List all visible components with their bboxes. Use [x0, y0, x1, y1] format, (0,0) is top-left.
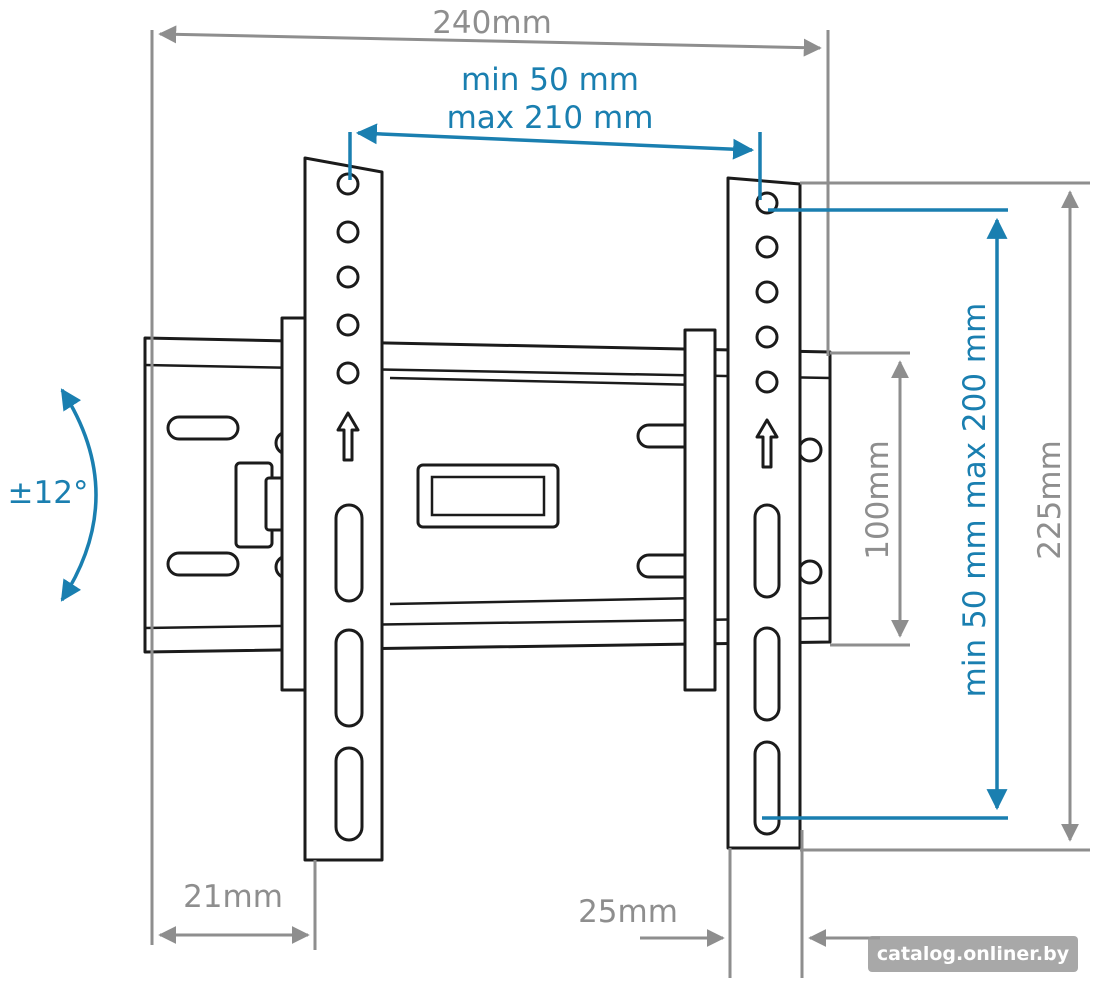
wall-plate-slot-lower-left [166, 551, 240, 577]
label-vesa-vertical: min 50 mm max 200 mm [957, 303, 993, 698]
bolt-upper-right [797, 437, 823, 463]
dimension-arm-thickness: 25mm [578, 830, 880, 978]
label-arm-thickness: 25mm [578, 894, 678, 930]
label-overall-height: 225mm [1032, 440, 1068, 560]
label-tilt: ±12° [8, 475, 89, 511]
dimension-wall-offset: 21mm [158, 860, 317, 950]
dimension-overall-height: 225mm [800, 181, 1090, 852]
right-arm [683, 176, 802, 850]
up-arrow-icon-left [336, 411, 360, 462]
bolt-lower-right [797, 559, 823, 585]
watermark-text: catalog.onliner.by [876, 943, 1070, 965]
label-wall-offset: 21mm [183, 879, 283, 915]
wall-plate-slot-upper-left [166, 415, 240, 441]
wall-plate-center-slot [416, 463, 560, 529]
label-overall-width: 240mm [432, 5, 552, 41]
left-arm [280, 156, 384, 862]
dimension-vesa-horizontal: min 50 mm max 210 mm [348, 62, 762, 200]
dimension-wall-plate-height: 100mm [830, 351, 910, 647]
dimension-vesa-vertical: min 50 mm max 200 mm [762, 208, 1008, 820]
up-arrow-icon-right [755, 418, 779, 469]
dimension-overall-width: 240mm [150, 5, 830, 945]
tilt-indicator: ±12° [8, 388, 98, 602]
label-vesa-horizontal-max: max 210 mm [447, 100, 654, 136]
label-wall-plate-height: 100mm [860, 440, 896, 560]
label-vesa-horizontal-min: min 50 mm [461, 62, 639, 98]
watermark: catalog.onliner.by [868, 936, 1078, 972]
